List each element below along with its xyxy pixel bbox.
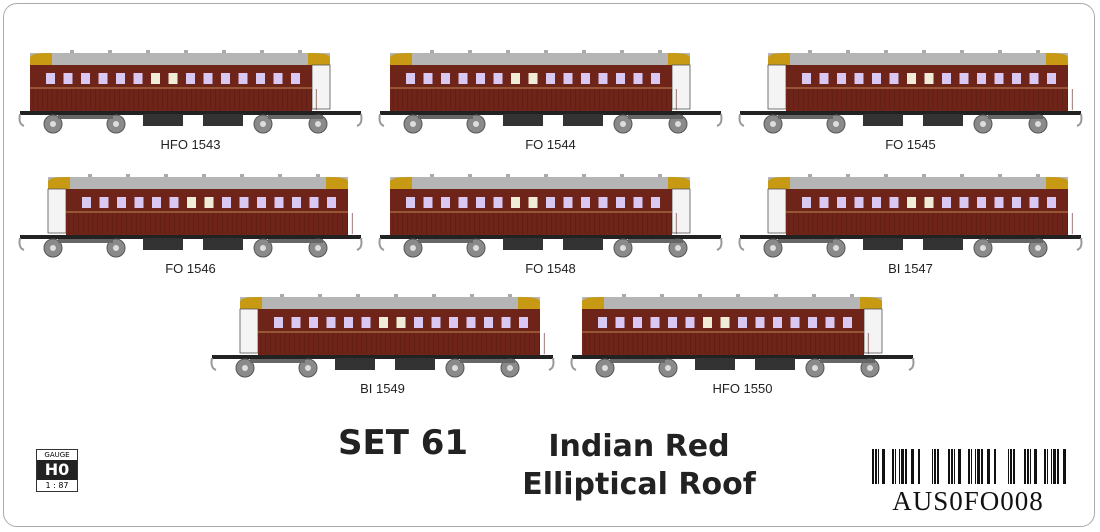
barcode-bar — [994, 449, 996, 484]
barcode-bar — [968, 449, 970, 484]
carriage-illustration — [18, 48, 363, 138]
barcode-bar — [905, 449, 907, 484]
barcode-bar — [937, 449, 939, 484]
barcode-bar — [1024, 449, 1026, 484]
barcode-bar — [872, 449, 874, 484]
barcode-bar — [951, 449, 953, 484]
carriage-label: BI 1549 — [360, 381, 405, 396]
barcode-bar — [878, 449, 879, 484]
gauge-heading: GAUGE — [44, 451, 70, 459]
barcode-bar — [901, 449, 904, 484]
gauge-badge: GAUGE H0 1 : 87 — [36, 449, 78, 492]
barcode-bar — [975, 449, 976, 484]
barcode-bar — [948, 449, 950, 484]
barcode — [872, 449, 1066, 484]
carriage-label: FO 1545 — [885, 137, 936, 152]
livery-line-2: Elliptical Roof — [522, 467, 756, 502]
carriage-illustration — [570, 292, 915, 382]
livery-line-1: Indian Red — [548, 429, 730, 464]
carriage-illustration — [738, 48, 1083, 138]
barcode-bar — [1051, 449, 1052, 484]
set-number: SET 61 — [338, 423, 469, 463]
carriage-illustration — [378, 48, 723, 138]
barcode-bar — [911, 449, 914, 484]
barcode-bar — [971, 449, 972, 484]
carriage-label: FO 1548 — [525, 261, 576, 276]
barcode-bar — [958, 449, 961, 484]
barcode-bar — [932, 449, 933, 484]
barcode-bar — [1034, 449, 1037, 484]
carriage-illustration — [378, 172, 723, 262]
barcode-bar — [1053, 449, 1056, 484]
barcode-bar — [1013, 449, 1015, 484]
barcode-number: AUS0FO008 — [892, 486, 1044, 516]
barcode-bar — [1044, 449, 1046, 484]
barcode-bar — [875, 449, 877, 484]
barcode-bar — [934, 449, 936, 484]
barcode-bar — [1063, 449, 1066, 484]
carriage-label: BI 1547 — [888, 261, 933, 276]
label-border — [3, 3, 1095, 527]
carriage-illustration — [210, 292, 555, 382]
barcode-bar — [1047, 449, 1048, 484]
gauge-scale-name: H0 — [37, 460, 77, 480]
gauge-ratio: 1 : 87 — [45, 481, 69, 490]
carriage-label: HFO 1550 — [712, 381, 773, 396]
carriage-label: FO 1544 — [525, 137, 576, 152]
barcode-bar — [954, 449, 955, 484]
carriage-label: FO 1546 — [165, 261, 216, 276]
barcode-bar — [977, 449, 980, 484]
barcode-bar — [895, 449, 896, 484]
barcode-bar — [987, 449, 990, 484]
barcode-bar — [1030, 449, 1031, 484]
barcode-bar — [1057, 449, 1059, 484]
barcode-bar — [882, 449, 885, 484]
barcode-bar — [1010, 449, 1012, 484]
barcode-bar — [892, 449, 894, 484]
livery-title: Indian Red Elliptical Roof — [0, 428, 1100, 504]
barcode-bar — [918, 449, 920, 484]
barcode-bar — [1008, 449, 1009, 484]
carriage-illustration — [738, 172, 1083, 262]
barcode-bar — [981, 449, 983, 484]
barcode-bar — [1027, 449, 1029, 484]
barcode-bar — [899, 449, 900, 484]
carriage-illustration — [18, 172, 363, 262]
carriage-label: HFO 1543 — [160, 137, 221, 152]
